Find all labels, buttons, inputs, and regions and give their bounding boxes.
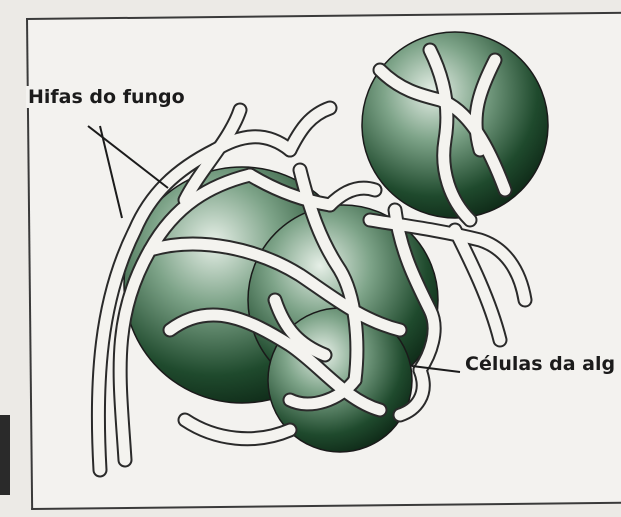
label-celulas-da-alga: Células da alg [463, 353, 617, 375]
hifas-pointer-1 [88, 126, 168, 188]
label-hifas-do-fungo: Hifas do fungo [26, 86, 187, 108]
hifas-pointer-2 [100, 126, 122, 218]
